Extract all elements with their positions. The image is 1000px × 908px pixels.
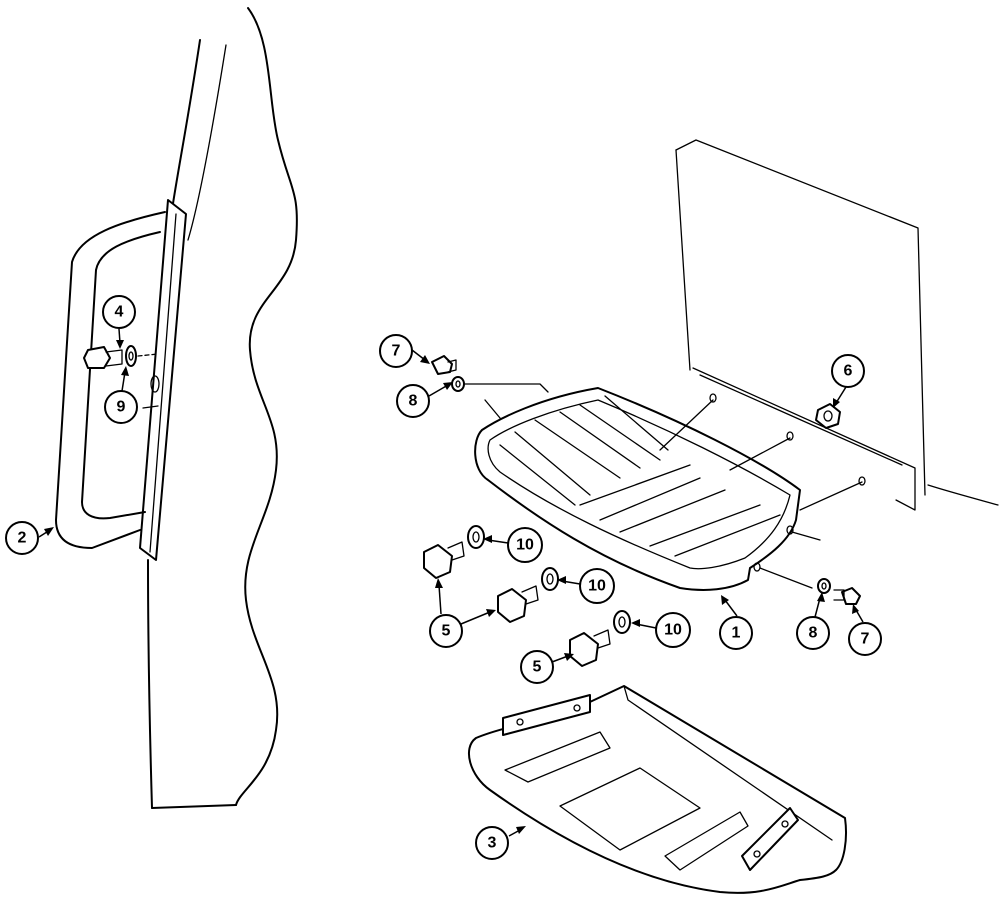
callout-label: 5	[533, 659, 542, 676]
leader-lines	[38, 328, 864, 837]
callout-label: 2	[18, 530, 27, 547]
callout-10: 10	[655, 612, 691, 648]
callout-label: 10	[516, 537, 534, 554]
callout-1: 1	[719, 616, 753, 650]
callout-2: 2	[5, 521, 39, 555]
lock-washer	[817, 578, 831, 594]
callout-4: 4	[102, 295, 136, 329]
washer	[613, 610, 631, 634]
callout-label: 8	[809, 625, 818, 642]
callout-10: 10	[507, 527, 543, 563]
bolt	[497, 585, 539, 623]
callout-label: 10	[664, 622, 682, 639]
callout-5: 5	[520, 650, 554, 684]
lock-washer	[451, 376, 465, 392]
callout-7: 7	[379, 334, 413, 368]
callout-9: 9	[104, 390, 138, 424]
callout-label: 4	[115, 304, 124, 321]
callout-label: 1	[732, 625, 741, 642]
nut	[815, 403, 841, 429]
callout-label: 9	[117, 399, 126, 416]
screw	[431, 355, 457, 375]
cab-door-panel	[147, 7, 298, 809]
callout-label: 8	[409, 393, 418, 410]
callout-8: 8	[796, 616, 830, 650]
callout-3: 3	[475, 826, 509, 860]
grab-handle	[55, 199, 187, 561]
screw	[833, 587, 861, 605]
callout-7: 7	[848, 622, 882, 656]
callout-6: 6	[831, 354, 865, 388]
callout-label: 7	[392, 343, 401, 360]
cab-wall	[675, 139, 999, 511]
callout-label: 3	[488, 835, 497, 852]
callout-5: 5	[429, 614, 463, 648]
step-tread	[461, 383, 863, 591]
step-cover-plate	[467, 685, 847, 894]
washer	[541, 567, 559, 591]
callout-label: 10	[588, 578, 606, 595]
bolt	[423, 541, 465, 579]
callout-label: 7	[861, 631, 870, 648]
bolt	[569, 629, 611, 667]
callout-label: 5	[442, 623, 451, 640]
washer	[467, 525, 485, 549]
callout-label: 6	[844, 363, 853, 380]
callout-10: 10	[579, 568, 615, 604]
callout-8: 8	[396, 384, 430, 418]
